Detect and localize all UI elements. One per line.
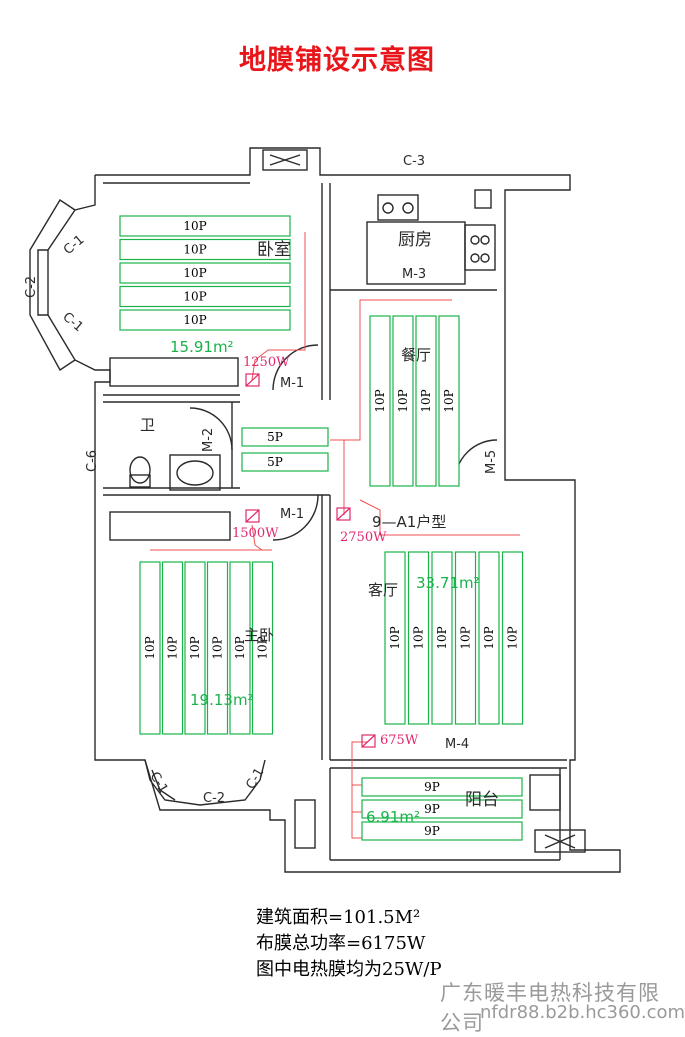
film-strip-master [139, 561, 161, 735]
film-strip-label: 10P [183, 313, 206, 327]
film-strip-label: 10P [188, 636, 202, 659]
film-strip-label: 10P [143, 636, 157, 659]
film-strip-label: 10P [256, 636, 270, 659]
window-c1-bottom-right-label: C-1 [243, 765, 267, 792]
film-strip-label: 10P [183, 290, 206, 304]
film-strip-label: 10P [506, 626, 520, 649]
film-strip-master [161, 561, 184, 735]
film-strip-living [384, 551, 406, 725]
power-living: 2750W [340, 530, 387, 545]
film-strip-master [229, 561, 251, 735]
film-strip-living [407, 551, 430, 725]
film-strip-balcony [361, 821, 523, 841]
film-strip-label: 10P [373, 389, 387, 412]
door-m3-label: M-3 [402, 267, 426, 282]
power-master: 1500W [232, 526, 279, 541]
film-strip-label: 10P [419, 389, 433, 412]
film-strip-corridor [241, 427, 329, 447]
film-strip-label: 5P [267, 455, 283, 469]
notes: 建筑面积=101.5M² 布膜总功率=6175W 图中电热膜均为25W/P [256, 905, 442, 983]
film-strip-dining [369, 315, 391, 487]
film-strip-label: 10P [211, 636, 225, 659]
film-strip-label: 10P [183, 243, 206, 257]
watermark-company: 广东暖丰电热科技有限公司 [440, 981, 660, 1035]
film-strip-corridor [241, 452, 329, 472]
room-dining-label: 餐厅 [401, 346, 431, 364]
film-strip-label: 5P [267, 430, 283, 444]
power-balcony: 675W [380, 733, 419, 748]
film-strip-label: 10P [412, 626, 426, 649]
watermark-website: nfdr88.b2b.hc360.com [480, 1002, 685, 1023]
room-master-label: 主卧 [244, 626, 274, 644]
window-c2-left-label: C-2 [24, 276, 39, 298]
film-strip-dining [415, 315, 437, 487]
film-strip-dining [438, 315, 460, 487]
window-c1-left-top-label: C-1 [61, 232, 88, 258]
unit-type-label: 9—A1户型 [372, 513, 446, 531]
room-bathroom-label: 卫 [140, 416, 155, 434]
film-strip-living [478, 551, 500, 725]
film-strip-label: 10P [435, 626, 449, 649]
room-living-label: 客厅 [368, 581, 398, 599]
area-bedroom: 15.91m² [170, 338, 234, 356]
film-strip-label: 10P [183, 266, 206, 280]
page-title: 地膜铺设示意图 [239, 45, 435, 76]
film-strip-bedroom [119, 285, 291, 308]
door-m1-top-label: M-1 [280, 376, 304, 391]
film-strip-balcony [361, 799, 523, 819]
film-strip-label: 10P [459, 626, 473, 649]
window-c1-bottom-left-label: C-1 [147, 770, 171, 797]
film-strip-label: 10P [166, 636, 180, 659]
area-master: 19.13m² [190, 691, 254, 709]
film-strip-living [454, 551, 477, 725]
film-strip-label: 10P [396, 389, 410, 412]
film-strip-label: 10P [442, 389, 456, 412]
film-strip-label: 10P [183, 219, 206, 233]
door-m2-label: M-2 [201, 428, 216, 452]
door-m5-label: M-5 [484, 450, 499, 474]
area-balcony: 6.91m² [366, 808, 420, 826]
note-unit-power: 图中电热膜均为25W/P [256, 959, 442, 980]
film-strip-dining [392, 315, 414, 487]
power-switch-icon [245, 373, 260, 387]
film-strip-master [184, 561, 206, 735]
film-strip-label: 10P [388, 626, 402, 649]
note-total-power: 布膜总功率=6175W [256, 933, 426, 954]
film-strip-master [206, 561, 229, 735]
film-strip-bedroom [119, 309, 291, 331]
room-kitchen-label: 厨房 [398, 230, 432, 250]
power-switch-icon [245, 509, 260, 523]
window-c6-label: C-6 [85, 450, 100, 472]
power-switch-icon [336, 507, 351, 521]
power-switch-icon [361, 734, 376, 748]
film-strip-bedroom [119, 238, 291, 261]
note-area: 建筑面积=101.5M² [256, 907, 421, 928]
film-strip-label: 9P [424, 780, 440, 794]
window-c2-bottom-label: C-2 [203, 791, 225, 806]
film-strip-bedroom [119, 215, 291, 237]
room-balcony-label: 阳台 [465, 790, 499, 810]
film-strip-label: 9P [424, 802, 440, 816]
film-strip-living [431, 551, 453, 725]
door-m4-label: M-4 [445, 737, 469, 752]
film-strip-label: 10P [233, 636, 247, 659]
film-strip-master [251, 561, 274, 735]
door-m1-bottom-label: M-1 [280, 507, 304, 522]
room-bedroom-label: 卧室 [257, 240, 291, 260]
window-c1-left-bottom-label: C-1 [59, 310, 86, 336]
power-bedroom: 1250W [243, 355, 290, 370]
floor-plan: 10P 10P 10P 10P 10P 10P 10P 10P 10P 5P 5P 10P 10P 10P… [24, 147, 621, 873]
window-c3-label: C-3 [403, 154, 425, 169]
film-strip-label: 10P [482, 626, 496, 649]
film-strip-bedroom [119, 262, 291, 284]
film-strip-label: 9P [424, 824, 440, 838]
film-strip-living [501, 551, 524, 725]
film-strip-balcony [361, 777, 523, 797]
area-living: 33.71m² [416, 574, 480, 592]
